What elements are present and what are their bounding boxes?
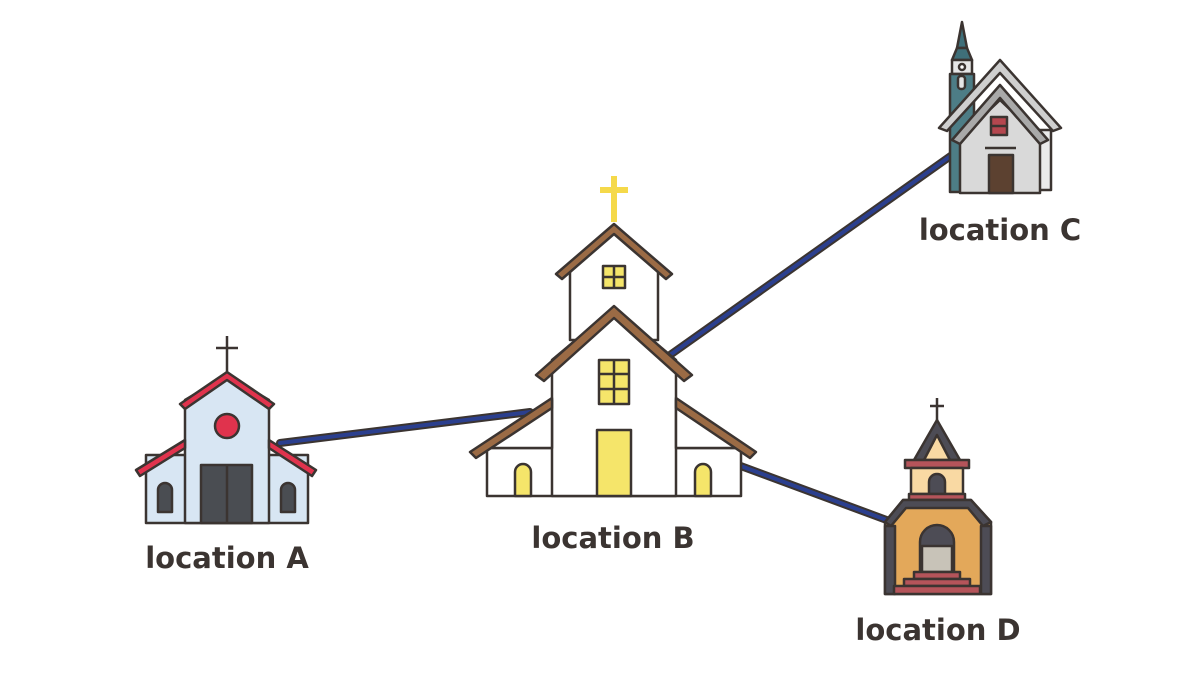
church-d-icon bbox=[883, 398, 993, 596]
location-b-label: location B bbox=[531, 521, 695, 555]
location-d-label: location D bbox=[855, 613, 1021, 647]
edges bbox=[276, 151, 956, 526]
church-a-icon bbox=[134, 336, 318, 525]
edge-b-d bbox=[734, 461, 896, 526]
location-c-label: location C bbox=[918, 213, 1082, 247]
church-b-icon bbox=[468, 176, 758, 498]
location-a-label: location A bbox=[145, 541, 309, 575]
church-c-icon bbox=[937, 20, 1063, 195]
edge-b-c bbox=[666, 151, 956, 359]
edge-a-b bbox=[276, 408, 534, 447]
